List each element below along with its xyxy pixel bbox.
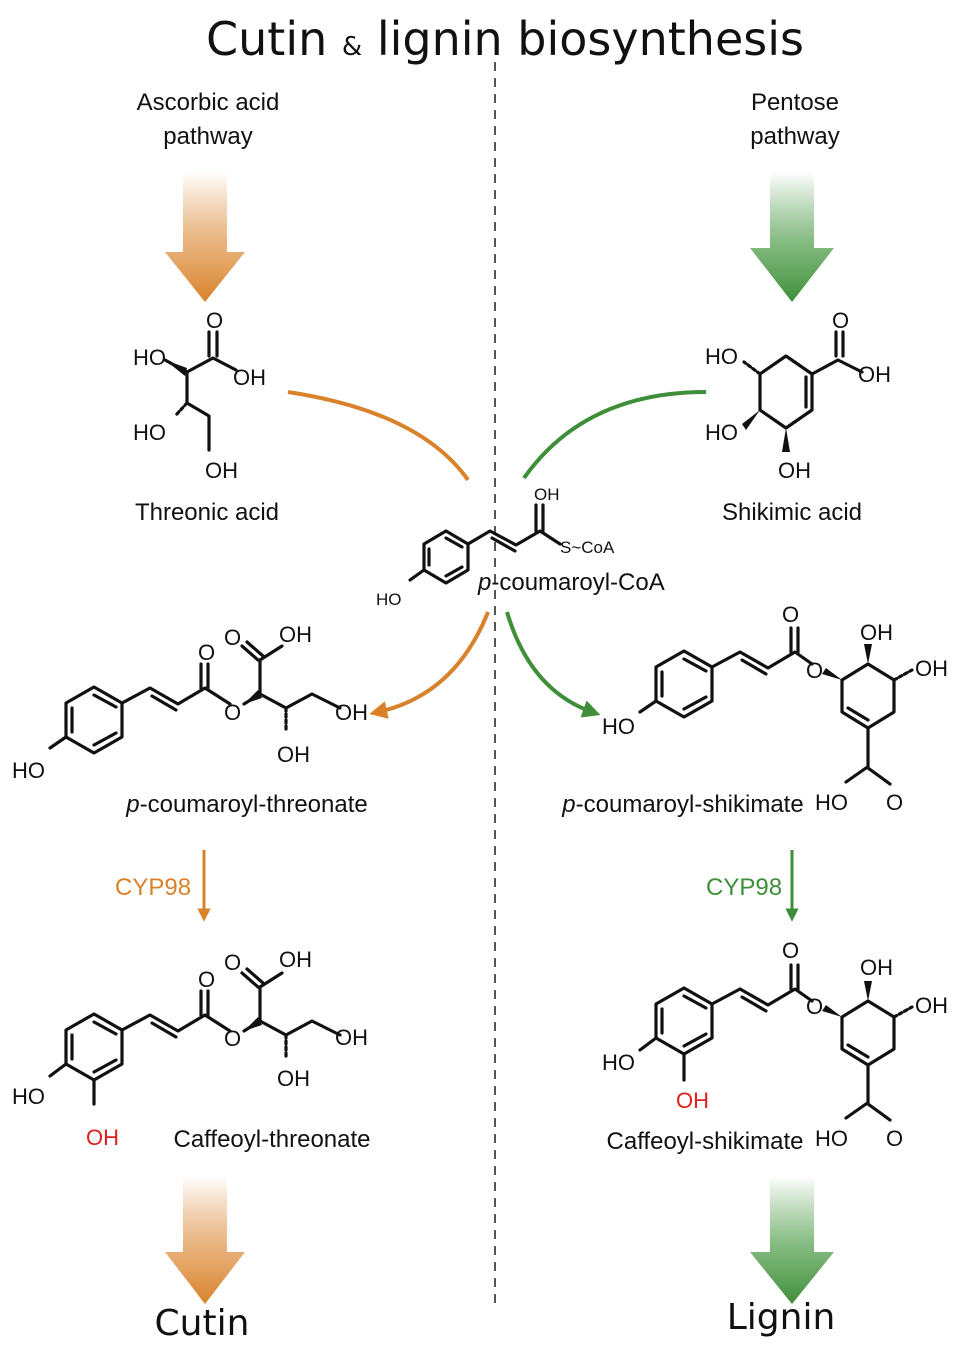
svg-text:OH: OH xyxy=(860,955,893,980)
p-coumaroyl-shikimate-structure: O O OH OH HO HO O xyxy=(602,602,948,815)
shikimic-acid-label: Shikimic acid xyxy=(722,499,862,526)
p-coumaroyl-shikimate-label: p-coumaroyl-shikimate xyxy=(561,791,803,818)
diagram-title: Cutin & lignin biosynthesis xyxy=(206,12,804,66)
svg-text:OH: OH xyxy=(277,1066,310,1091)
coa-to-threonate-arrow xyxy=(369,611,490,719)
added-hydroxyl-cutin: OH xyxy=(86,1125,119,1150)
svg-text:O: O xyxy=(198,967,215,992)
svg-text:HO: HO xyxy=(602,714,635,739)
svg-text:OH: OH xyxy=(335,1025,368,1050)
svg-text:O: O xyxy=(224,1026,241,1051)
svg-text:HO: HO xyxy=(133,420,166,445)
ascorbic-pathway-label-2: pathway xyxy=(163,123,252,150)
p-coumaroyl-threonate-label: p-coumaroyl-threonate xyxy=(125,791,367,818)
svg-text:OH: OH xyxy=(915,656,948,681)
threonic-to-coa-curve xyxy=(287,390,470,482)
caffeoyl-threonate-structure: O O OH O OH OH HO OH xyxy=(12,947,368,1150)
shikimic-to-coa-curve xyxy=(522,390,707,480)
p-coumaroyl-threonate-structure: O O OH O OH OH HO xyxy=(12,622,368,783)
caffeoyl-shikimate-structure: O O OH OH HO OH HO O xyxy=(602,938,948,1151)
pentose-pathway-label: Pentose xyxy=(751,89,839,116)
shikimic-acid-structure: O OH HO HO OH xyxy=(705,308,891,483)
lignin-flow-arrow xyxy=(750,1176,834,1304)
svg-text:O: O xyxy=(806,658,823,683)
svg-text:OH: OH xyxy=(233,365,266,390)
threonic-acid-label: Threonic acid xyxy=(135,499,279,526)
svg-text:OH: OH xyxy=(860,620,893,645)
ascorbic-flow-arrow xyxy=(165,172,245,302)
pentose-pathway-label-2: pathway xyxy=(750,123,839,150)
p-coumaroyl-coa-label: p-coumaroyl-CoA xyxy=(477,569,665,596)
svg-text:HO: HO xyxy=(376,590,402,609)
p-coumaroyl-coa-structure: OH S~CoA HO xyxy=(376,485,615,609)
caffeoyl-threonate-label: Caffeoyl-threonate xyxy=(173,1126,370,1153)
svg-text:O: O xyxy=(198,640,215,665)
coa-to-shikimate-arrow xyxy=(505,611,601,718)
svg-text:OH: OH xyxy=(279,622,312,647)
svg-text:OH: OH xyxy=(205,458,238,483)
svg-text:O: O xyxy=(832,308,849,333)
svg-text:O: O xyxy=(886,790,903,815)
cyp98-cutin-enzyme-label: CYP98 xyxy=(115,874,191,901)
threonic-acid-structure: O HO OH HO OH xyxy=(133,308,266,483)
svg-text:O: O xyxy=(782,602,799,627)
ascorbic-pathway-label: Ascorbic acid xyxy=(137,89,280,116)
svg-text:O: O xyxy=(206,308,223,333)
svg-text:HO: HO xyxy=(705,344,738,369)
svg-text:OH: OH xyxy=(335,700,368,725)
caffeoyl-shikimate-label: Caffeoyl-shikimate xyxy=(607,1128,804,1155)
svg-text:O: O xyxy=(806,994,823,1019)
cyp98-lignin-enzyme-label: CYP98 xyxy=(706,874,782,901)
cutin-product-label: Cutin xyxy=(155,1303,250,1344)
added-hydroxyl-lignin: OH xyxy=(676,1088,709,1113)
svg-text:HO: HO xyxy=(133,345,166,370)
svg-text:HO: HO xyxy=(12,758,45,783)
svg-text:HO: HO xyxy=(602,1050,635,1075)
svg-text:HO: HO xyxy=(705,420,738,445)
pentose-flow-arrow xyxy=(750,172,834,302)
svg-text:HO: HO xyxy=(815,790,848,815)
lignin-product-label: Lignin xyxy=(727,1297,836,1338)
svg-text:O: O xyxy=(782,938,799,963)
svg-text:OH: OH xyxy=(534,485,560,504)
svg-text:OH: OH xyxy=(778,458,811,483)
svg-text:OH: OH xyxy=(915,993,948,1018)
svg-text:O: O xyxy=(224,700,241,725)
svg-text:OH: OH xyxy=(858,362,891,387)
svg-text:HO: HO xyxy=(815,1126,848,1151)
svg-text:OH: OH xyxy=(279,947,312,972)
svg-text:O: O xyxy=(224,625,241,650)
svg-text:S~CoA: S~CoA xyxy=(560,538,615,557)
svg-text:O: O xyxy=(224,950,241,975)
svg-text:HO: HO xyxy=(12,1084,45,1109)
svg-text:OH: OH xyxy=(277,742,310,767)
svg-text:O: O xyxy=(886,1126,903,1151)
cutin-flow-arrow xyxy=(165,1176,245,1304)
